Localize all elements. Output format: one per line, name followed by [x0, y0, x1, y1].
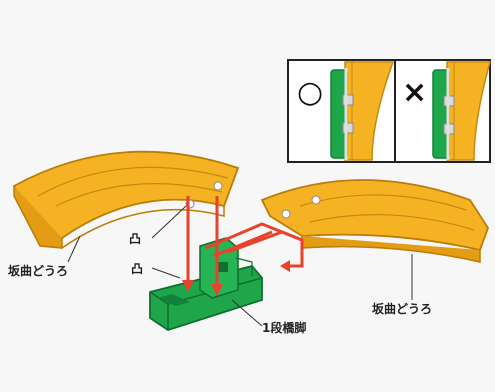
pier-block	[149, 237, 263, 331]
concave-connector-label: 凸	[131, 262, 144, 276]
incorrect-mark: ×	[402, 75, 428, 110]
right-track-label: 坂曲どうろ	[372, 302, 433, 316]
correct-example	[330, 61, 395, 161]
left-curved-track	[12, 150, 240, 249]
leader-lines	[67, 205, 413, 327]
comparison-inset	[287, 59, 491, 163]
correct-mark: ○	[297, 75, 324, 110]
incorrect-example	[432, 61, 491, 161]
convex-connector-label: 凸	[129, 232, 142, 246]
right-curved-track	[260, 179, 489, 263]
left-track-label: 坂曲どうろ	[8, 264, 69, 278]
pier-label: 1段橋脚	[262, 321, 307, 335]
guide-arrows	[186, 196, 304, 286]
arrow-heads	[182, 260, 290, 296]
